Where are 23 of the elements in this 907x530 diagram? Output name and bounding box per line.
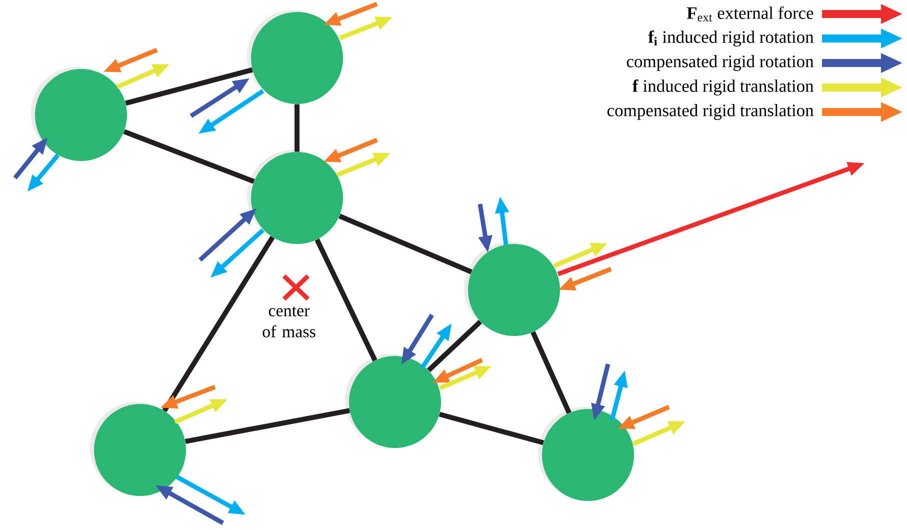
mass-circle <box>464 242 560 336</box>
mass-circle <box>247 10 343 104</box>
mass-circle <box>90 402 186 496</box>
rod-line <box>426 320 482 372</box>
mass-circle <box>247 150 343 244</box>
mass-circle <box>31 67 127 161</box>
rod-line <box>438 412 544 446</box>
mass-circle <box>538 407 634 501</box>
legend-text: compensated rigid translation <box>607 104 814 120</box>
rod-line <box>530 331 572 414</box>
legend-text: F$_{ext}$ external force <box>686 6 814 22</box>
rod-line <box>125 67 253 106</box>
rod-line <box>294 104 300 152</box>
legend-text: compensated rigid rotation <box>626 55 814 71</box>
rod-line <box>184 408 350 444</box>
rod-line <box>123 129 255 184</box>
note-text: center of mass <box>262 306 316 338</box>
mass-circle <box>345 354 441 448</box>
rod-line <box>162 236 275 412</box>
rod-line <box>338 214 472 274</box>
legend-text: f induced rigid translation <box>632 79 814 96</box>
rod-line <box>314 238 378 362</box>
legend-text: f$_{i}$ induced rigid rotation <box>648 30 814 47</box>
